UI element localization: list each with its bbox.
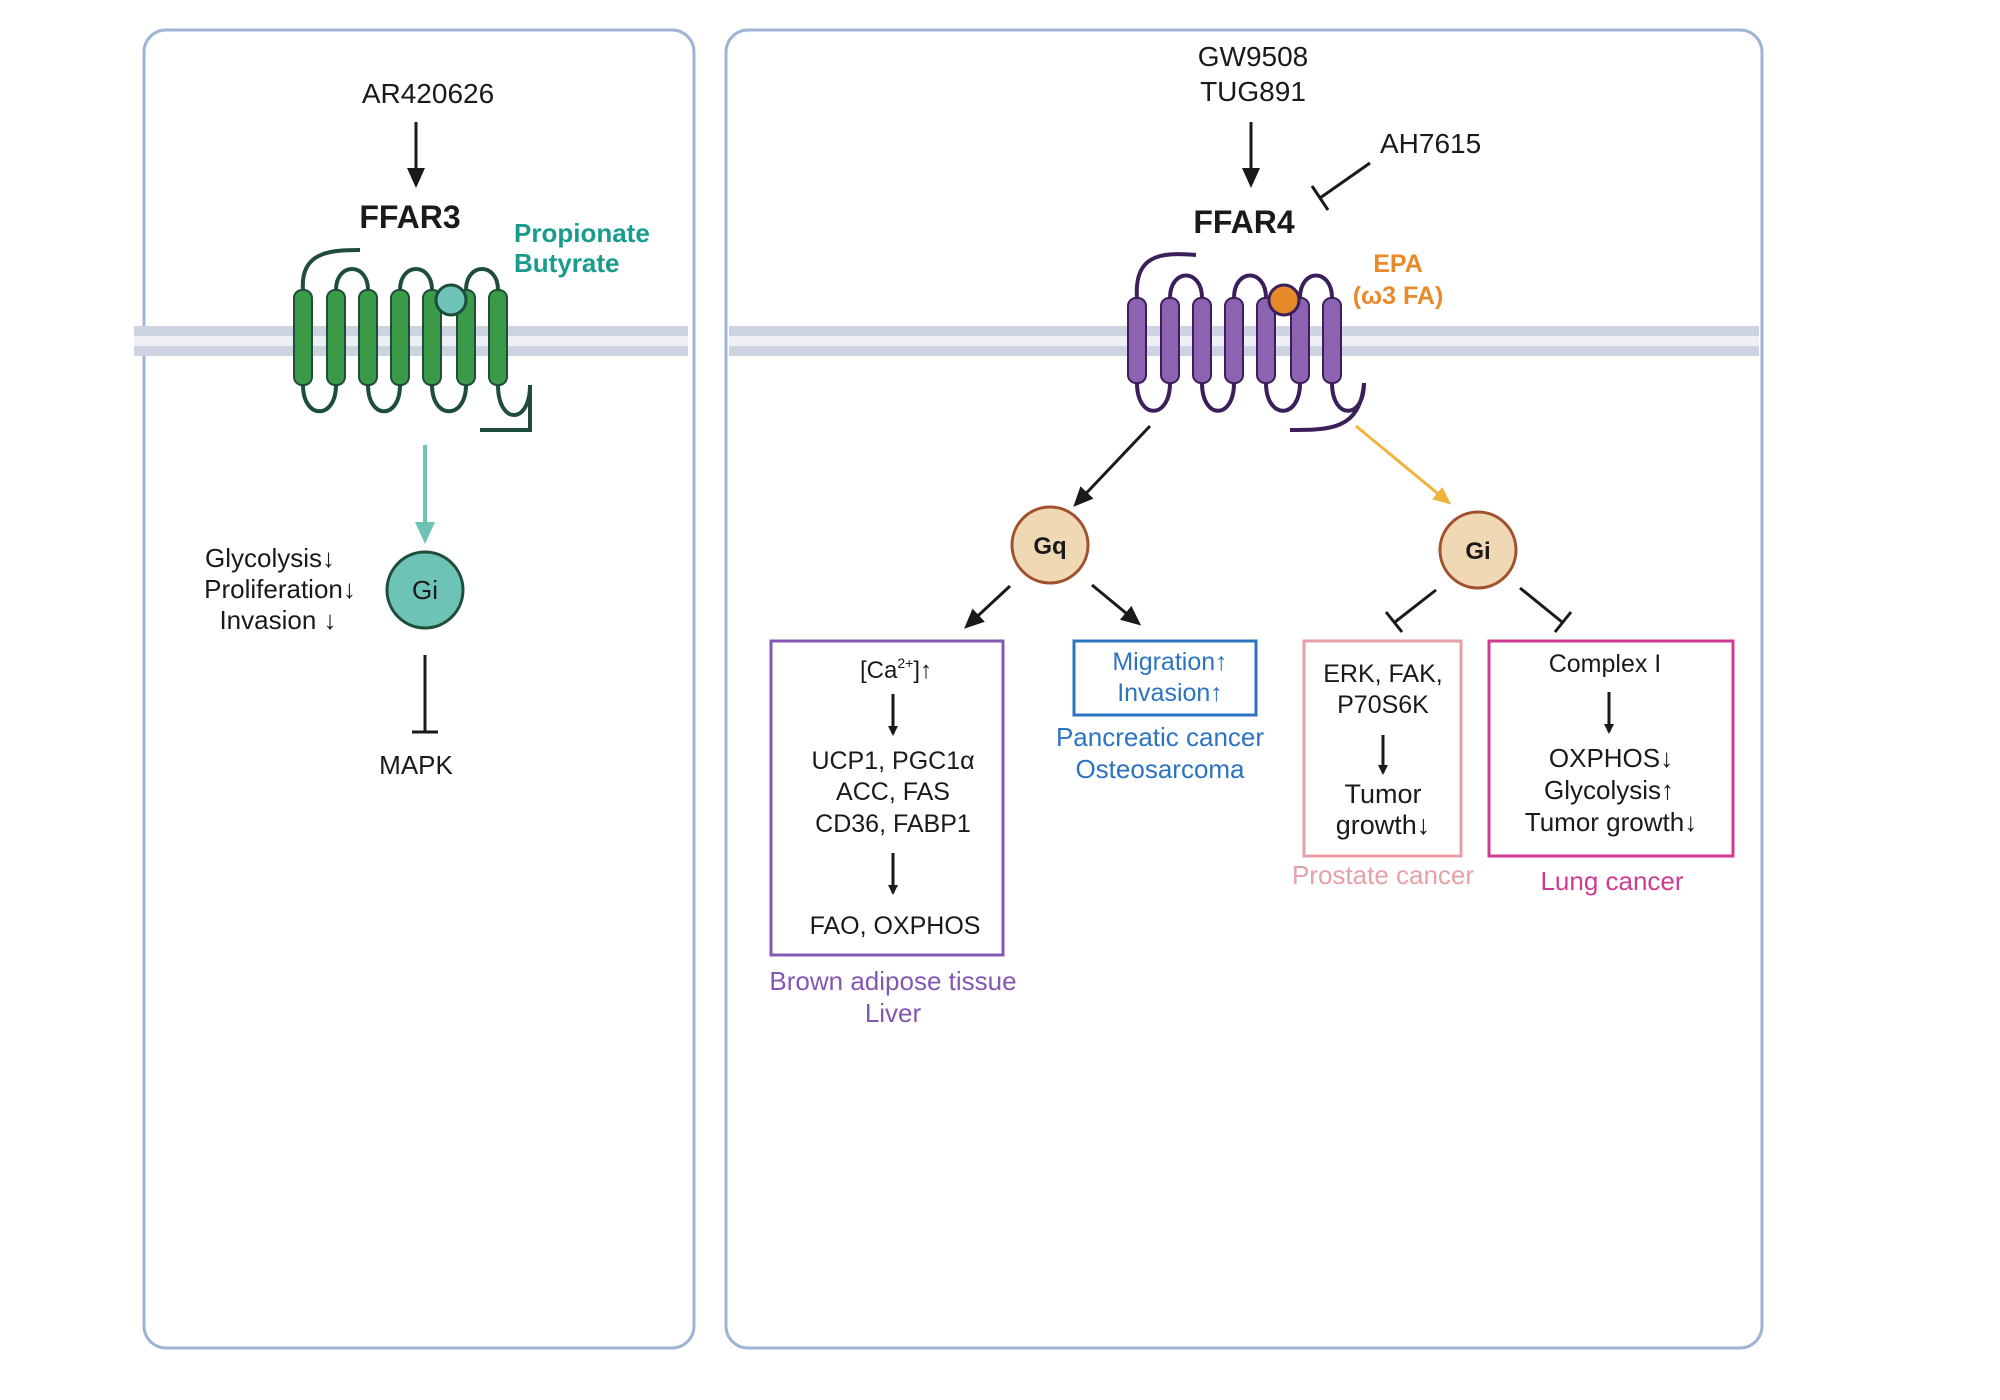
ar420626-label: AR420626 [362, 78, 494, 109]
brown-adipose-label: Brown adipose tissue [769, 966, 1016, 996]
calcium-label: [Ca2+]↑ [860, 655, 932, 684]
epa-note-label: (ω3 FA) [1353, 282, 1444, 310]
gi-inhibit-box4-line [1519, 586, 1563, 624]
pancreatic-cancer-label: Pancreatic cancer [1056, 722, 1264, 752]
gene-line-1: UCP1, PGC1α [811, 747, 974, 775]
propionate-label: Propionate [514, 218, 650, 248]
gi-inhibit-box3-bar [1384, 611, 1404, 633]
prostate-cancer-label: Prostate cancer [1292, 860, 1474, 890]
growth-label-prostate: growth↓ [1336, 810, 1431, 840]
gq-to-box2-arrow [1091, 583, 1142, 626]
migration-label: Migration↑ [1112, 648, 1227, 676]
tug891-label: TUG891 [1200, 76, 1306, 107]
erk-fak-label: ERK, FAK, [1323, 660, 1442, 688]
ah7615-label: AH7615 [1380, 128, 1481, 159]
gw9508-label: GW9508 [1198, 41, 1309, 72]
right-panel-frame [724, 28, 1764, 1350]
ffar3-label: FFAR3 [359, 199, 460, 235]
antagonist-bar [1310, 185, 1330, 211]
gq-metabolic-box [769, 639, 1005, 957]
lung-box [1487, 639, 1735, 858]
gi-inhibit-box3-line [1394, 588, 1437, 624]
complex-i-label: Complex I [1549, 650, 1662, 678]
lung-cancer-label: Lung cancer [1540, 866, 1683, 896]
gi-protein-left [385, 550, 465, 630]
ffar3-ligand-ball [434, 283, 468, 317]
oxphos-down-label: OXPHOS↓ [1549, 743, 1673, 773]
ffar4-receptor-icon [1127, 252, 1366, 432]
gq-label: Gq [1033, 533, 1066, 560]
left-panel-frame [142, 28, 696, 1350]
glycolysis-up-label: Glycolysis↑ [1544, 775, 1674, 805]
butyrate-label: Butyrate [514, 248, 619, 278]
effect-glycolysis: Glycolysis↓ [205, 543, 335, 573]
osteosarcoma-label: Osteosarcoma [1075, 754, 1245, 784]
gq-to-box1-arrow [964, 584, 1012, 629]
fao-oxphos-label: FAO, OXPHOS [810, 912, 981, 940]
gq-protein [1010, 505, 1090, 585]
invasion-label: Invasion↑ [1117, 679, 1223, 707]
mapk-label: MAPK [379, 750, 453, 780]
migration-box [1072, 639, 1258, 717]
gi-protein-right [1438, 510, 1518, 590]
gene-line-2: ACC, FAS [836, 778, 950, 806]
gi-left-label: Gi [412, 575, 438, 605]
antagonist-line [1319, 161, 1371, 200]
gene-line-3: CD36, FABP1 [815, 810, 971, 838]
liver-label: Liver [865, 998, 922, 1028]
ffar4-to-gi-arrow [1355, 424, 1452, 505]
prostate-box [1302, 639, 1463, 858]
tumor-growth-down-label: Tumor growth↓ [1525, 807, 1697, 837]
tumor-label-prostate: Tumor [1344, 779, 1421, 809]
ffar4-ligand-ball [1267, 283, 1301, 317]
gi-right-label: Gi [1465, 538, 1490, 565]
effect-proliferation: Proliferation↓ [204, 574, 356, 604]
membrane-left [134, 326, 688, 356]
gi-inhibit-box4-bar [1553, 611, 1573, 633]
p70s6k-label: P70S6K [1337, 691, 1429, 719]
ffar3-receptor-icon [293, 248, 532, 432]
ffar4-label: FFAR4 [1193, 204, 1295, 240]
effect-invasion: Invasion ↓ [219, 605, 336, 635]
ffar4-to-gq-arrow [1073, 424, 1152, 507]
epa-label: EPA [1373, 250, 1423, 278]
